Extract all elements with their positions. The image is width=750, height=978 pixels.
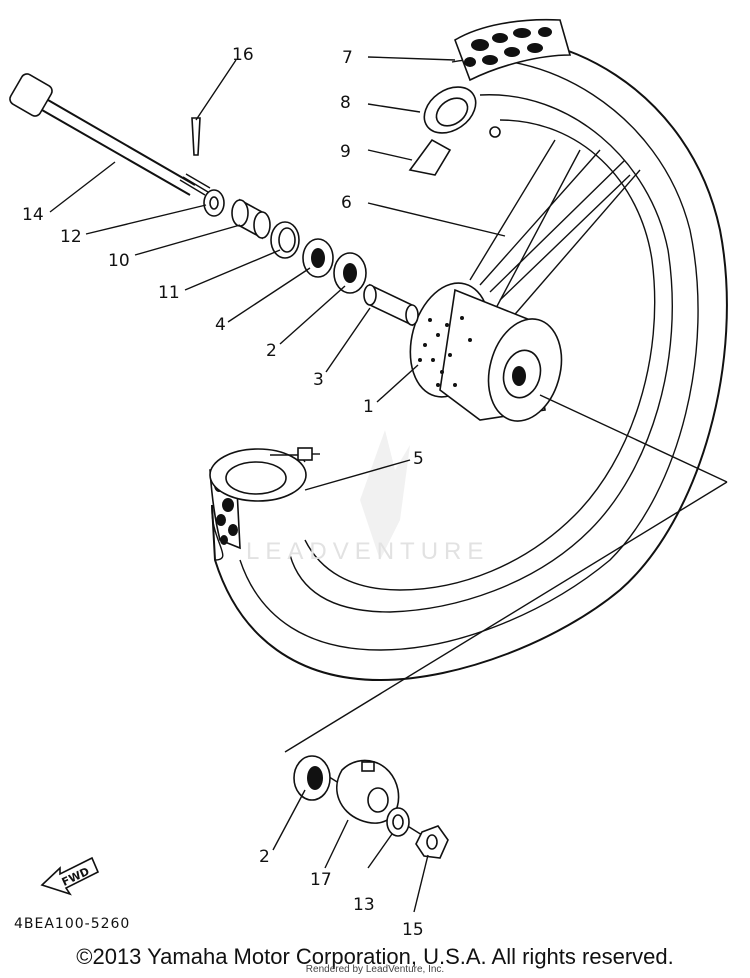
front-axle: [9, 73, 211, 196]
callout-10: 10: [108, 251, 130, 271]
callout-1: 1: [363, 397, 374, 417]
lower-parts: [293, 755, 449, 859]
leader-lines: [49, 56, 506, 913]
callout-14: 14: [22, 205, 44, 225]
copyright-notice: ©2013 Yamaha Motor Corporation, U.S.A. A…: [76, 944, 674, 969]
callout-labels: 16 7 8 9 14 6 12 10 11 4 2 3 1 5 2 17 13…: [22, 45, 424, 940]
callout-3: 3: [313, 370, 324, 390]
hub-small-parts: [203, 189, 419, 327]
diagram-code: 4BEA100-5260: [14, 916, 131, 932]
callout-11: 11: [158, 283, 180, 303]
callout-9: 9: [340, 142, 351, 162]
callout-2: 2: [266, 341, 277, 361]
watermark-logo: [360, 430, 410, 560]
rendered-by-note: Rendered by LeadVenture, Inc.: [305, 964, 445, 975]
callout-2b: 2: [259, 847, 270, 867]
spokes: [469, 139, 641, 321]
callout-8: 8: [340, 93, 351, 113]
tube: [209, 447, 320, 502]
callout-12: 12: [60, 227, 82, 247]
watermark-text: LEADVENTURE: [246, 538, 490, 565]
callout-4: 4: [215, 315, 226, 335]
callout-7: 7: [342, 48, 353, 68]
hub: [409, 282, 563, 422]
callout-17: 17: [310, 870, 332, 890]
cotter-pin: [191, 117, 201, 156]
callout-6: 6: [341, 193, 352, 213]
callout-16: 16: [232, 45, 254, 65]
tube-upper: [408, 86, 501, 176]
callout-15: 15: [402, 920, 424, 940]
fwd-arrow-icon: FWD: [40, 856, 100, 896]
callout-5: 5: [413, 449, 424, 469]
callout-13: 13: [353, 895, 375, 915]
